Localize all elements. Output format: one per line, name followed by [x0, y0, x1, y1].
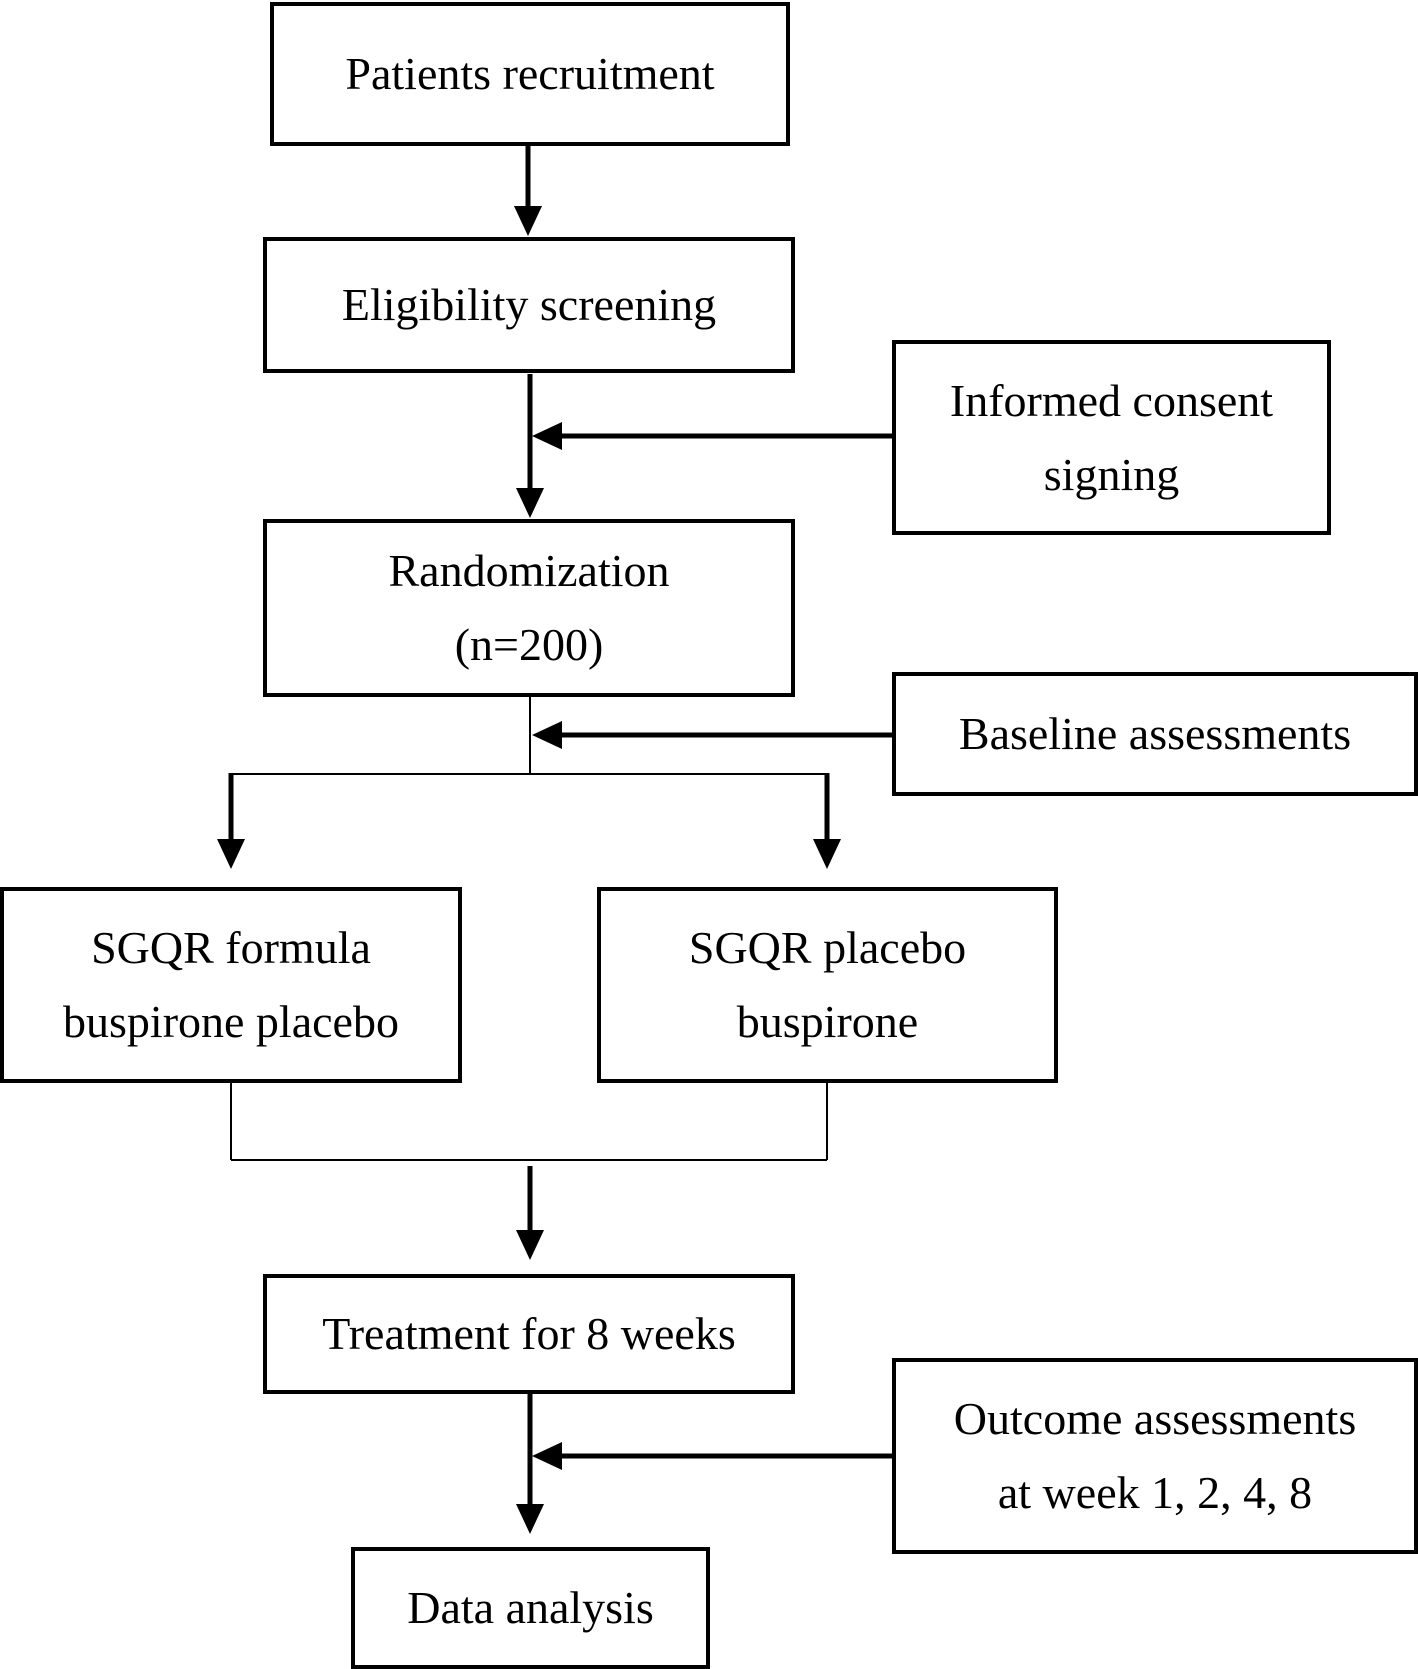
arrowhead-sgqr-formula	[217, 839, 245, 869]
box-patients-recruitment: Patients recruitment	[270, 2, 790, 146]
box-label: Treatment for 8 weeks	[322, 1308, 736, 1359]
box-label: Data analysis	[407, 1582, 654, 1633]
arrowhead-consent	[532, 422, 562, 450]
box-sgqr-formula-arm: SGQR formula buspirone placebo	[0, 887, 462, 1083]
arrowhead-outcome	[532, 1442, 562, 1470]
box-baseline-assessments: Baseline assessments	[892, 672, 1418, 796]
box-label-line1: Informed consent	[949, 374, 1274, 426]
box-label: Baseline assessments	[958, 708, 1352, 759]
box-outcome-assessments: Outcome assessments at week 1, 2, 4, 8	[892, 1358, 1418, 1554]
box-label-line2: at week 1, 2, 4, 8	[997, 1467, 1313, 1518]
arrowhead-baseline	[532, 721, 562, 749]
box-data-analysis: Data analysis	[351, 1547, 710, 1669]
box-label-line2: (n=200)	[454, 619, 604, 670]
arrowhead-sgqr-placebo	[813, 839, 841, 869]
box-label-line1: Randomization	[388, 545, 670, 596]
box-label: Patients recruitment	[345, 48, 715, 99]
box-eligibility-screening: Eligibility screening	[263, 237, 795, 373]
box-sgqr-placebo-arm: SGQR placebo buspirone	[597, 887, 1058, 1083]
box-label-line2: buspirone placebo	[63, 996, 399, 1047]
box-label-line1: SGQR placebo	[688, 922, 967, 973]
box-randomization: Randomization (n=200)	[263, 519, 795, 697]
box-label: Eligibility screening	[341, 279, 717, 330]
arrowhead-screening-to-randomization	[516, 488, 544, 518]
arrowhead-treatment-to-analysis	[516, 1504, 544, 1534]
box-label-line2: buspirone	[736, 996, 919, 1047]
box-label-line2: signing	[1043, 448, 1180, 500]
box-informed-consent: Informed consent signing	[892, 340, 1331, 535]
arrowhead-merge-to-treatment	[516, 1230, 544, 1260]
arrowhead-recruitment-to-screening	[514, 206, 542, 236]
box-treatment: Treatment for 8 weeks	[263, 1274, 795, 1394]
box-label-line1: SGQR formula	[91, 922, 371, 973]
box-label-line1: Outcome assessments	[953, 1393, 1357, 1444]
